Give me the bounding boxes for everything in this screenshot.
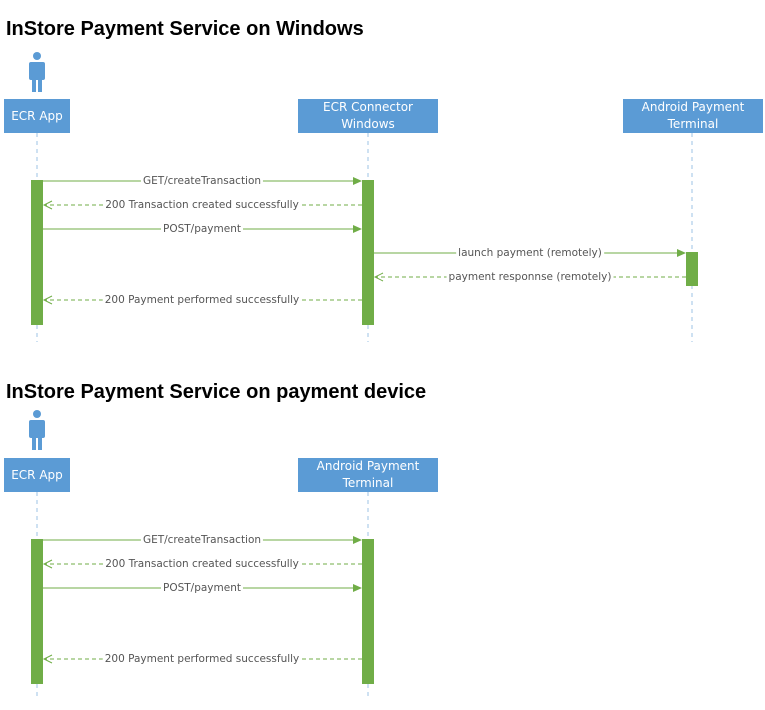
participant-android-payment-terminal: Android Payment Terminal [623,99,763,133]
message-label: launch payment (remotely) [456,247,604,259]
message-arrow [42,200,362,210]
message-label: payment responnse (remotely) [446,271,614,283]
participant-label: Android Payment Terminal [641,100,745,131]
message-label: 200 Transaction created successfully [103,558,301,570]
participant-label: Android Payment Terminal [316,459,420,490]
message-arrow [42,295,362,305]
activation-bar [362,539,374,684]
message-arrow [42,559,362,569]
activation-bar [362,180,374,325]
message-label: POST/payment [161,582,243,594]
participant-android-payment-terminal: Android Payment Terminal [298,458,438,492]
activation-bar [31,180,43,325]
diagram2-title: InStore Payment Service on payment devic… [6,381,427,403]
activation-bar [31,539,43,684]
activation-bar [686,252,698,286]
message-label: GET/createTransaction [140,534,264,546]
actor-icon [29,52,45,92]
participant-ecr-app: ECR App [4,458,70,492]
diagram1-title: InStore Payment Service on Windows [6,18,364,40]
message-label: 200 Payment performed successfully [102,294,302,306]
participant-ecr-connector-windows: ECR Connector Windows [298,99,438,133]
actor-icon [29,410,45,450]
message-label: 200 Payment performed successfully [102,653,302,665]
message-arrow [42,654,362,664]
message-label: POST/payment [161,223,243,235]
message-label: 200 Transaction created successfully [103,199,301,211]
participant-label: ECR Connector Windows [322,100,413,131]
message-label: GET/createTransaction [140,175,264,187]
participant-ecr-app: ECR App [4,99,70,133]
